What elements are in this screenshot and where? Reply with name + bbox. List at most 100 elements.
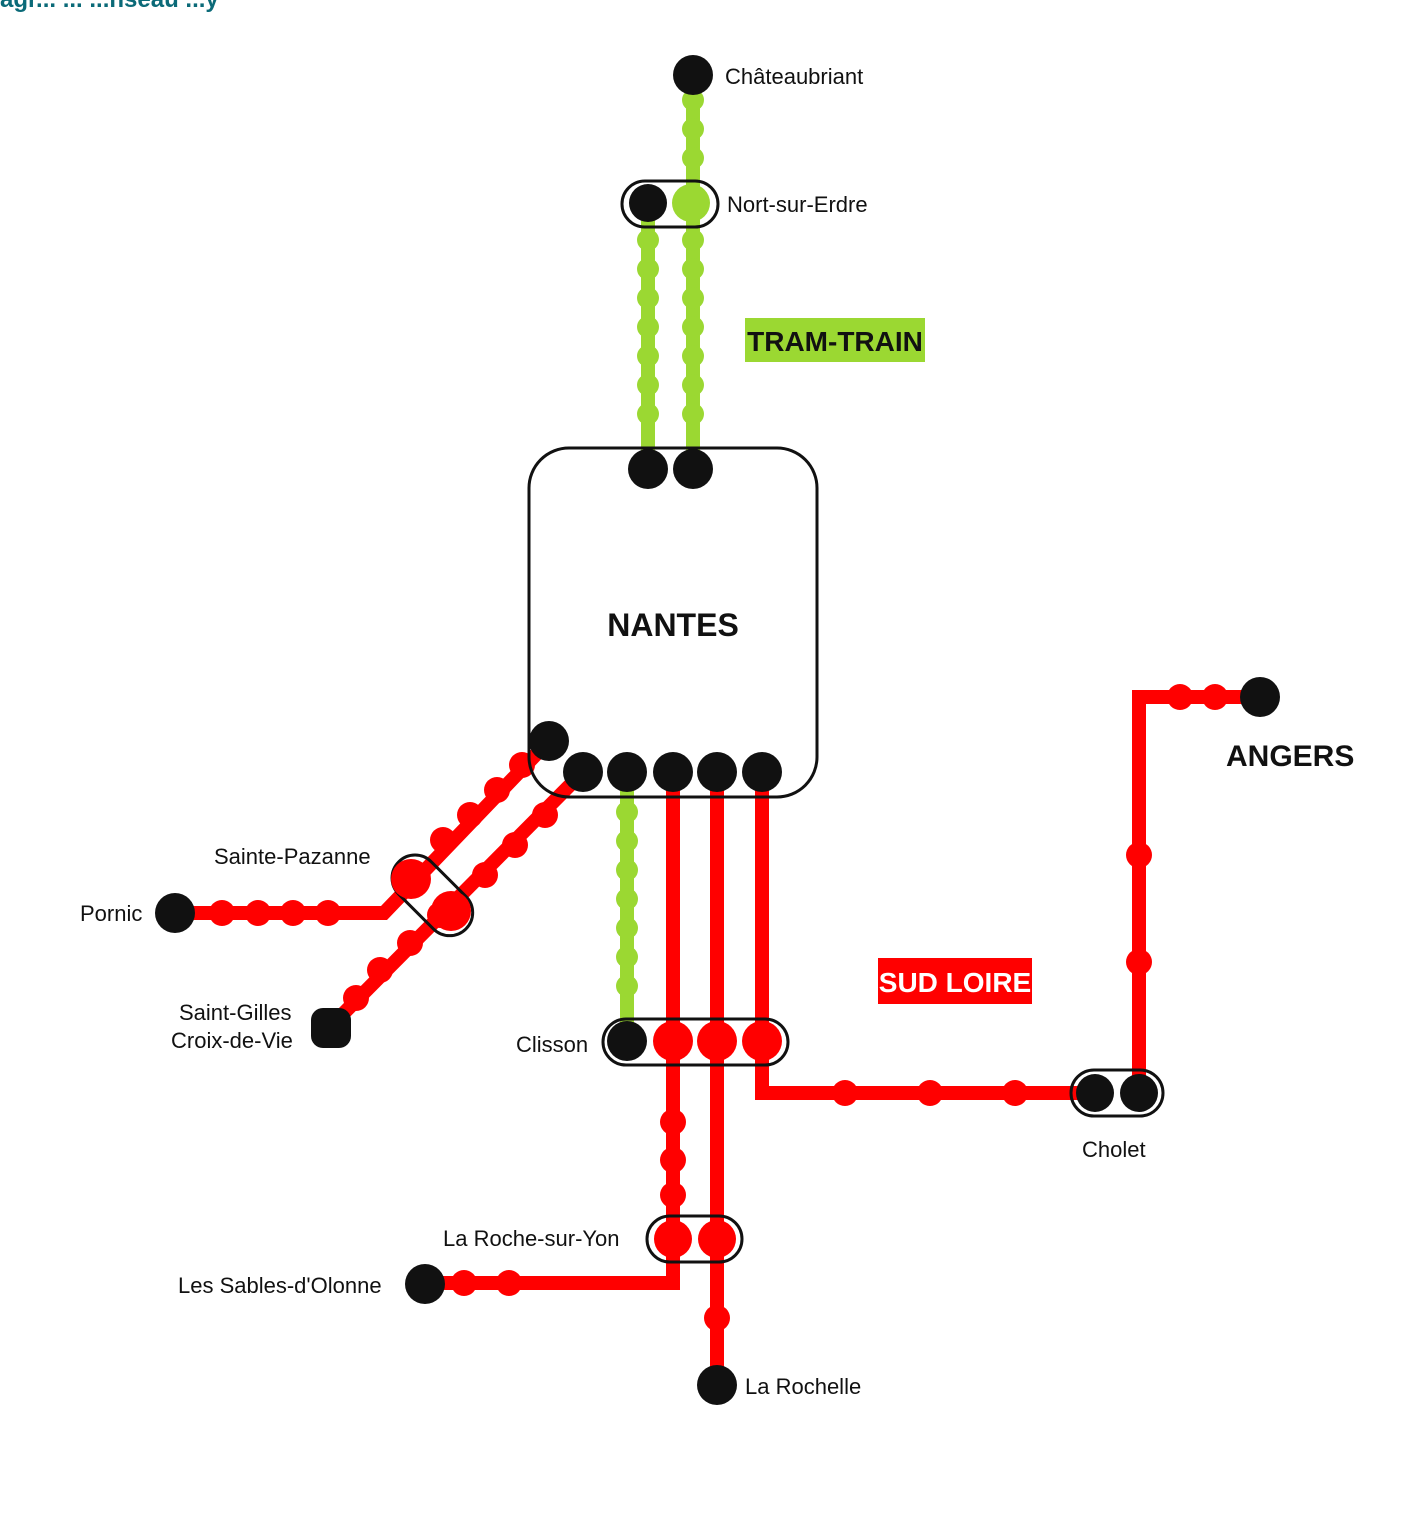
tram-train-bead [637,345,659,367]
label-nort-sur-erdre: Nort-sur-Erdre [727,192,868,217]
sud-loire-bead [484,777,510,803]
sud-loire-bead [367,957,393,983]
clisson-dot-2[interactable] [653,1021,693,1061]
clisson-dot-1[interactable] [607,1021,647,1061]
tram-train-bead [637,374,659,396]
tram-train-bead [637,229,659,251]
nantes-dot-bottom-4[interactable] [697,752,737,792]
nantes-dot-bottom-5[interactable] [742,752,782,792]
sud-loire-tag-label: SUD LOIRE [879,967,1031,998]
label-angers: ANGERS [1226,740,1354,773]
nort-sur-erdre-dot-right[interactable] [672,184,710,222]
sud-loire-bead [451,1270,477,1296]
nantes-dot-bottom-2[interactable] [607,752,647,792]
label-saint-gilles-2: Croix-de-Vie [171,1028,293,1053]
la-roche-sur-yon-dot-1[interactable] [654,1220,692,1258]
sud-loire-bead [280,900,306,926]
sainte-pazanne-dot-2[interactable] [431,891,471,931]
tram-train-bead [682,287,704,309]
angers-station-dot[interactable] [1240,677,1280,717]
cholet-capsule [1069,1068,1165,1118]
clisson-capsule [601,1017,790,1067]
tram-train-bead [616,975,638,997]
cholet-dot-1[interactable] [1076,1074,1114,1112]
sud-loire-bead [457,802,483,828]
tram-train-lines [616,68,704,1047]
tram-train-bead [616,888,638,910]
line-cholet [755,772,1097,1100]
tram-train-bead [682,345,704,367]
sud-loire-bead [496,1270,522,1296]
chateaubriant-station-dot[interactable] [673,55,713,95]
label-pornic: Pornic [80,901,142,926]
nantes-hub-label: NANTES [607,607,739,643]
tram-train-bead [637,403,659,425]
nantes-dot-top-left[interactable] [628,449,668,489]
tram-train-bead [637,316,659,338]
header-fragment: agr... ... ...nseau ...y [0,0,219,14]
tram-train-bead [682,118,704,140]
sud-loire-bead [660,1109,686,1135]
nantes-dot-top-right[interactable] [673,449,713,489]
tram-train-bead [682,258,704,280]
tram-train-bead [637,287,659,309]
la-roche-sur-yon-dot-2[interactable] [698,1220,736,1258]
tram-train-bead [616,801,638,823]
sud-loire-bead [832,1080,858,1106]
nantes-dot-bottom-3[interactable] [653,752,693,792]
sud-loire-bead [704,1305,730,1331]
tram-train-bead [682,403,704,425]
label-clisson: Clisson [516,1032,588,1057]
sud-loire-bead [532,802,558,828]
tram-train-bead [616,917,638,939]
label-la-rochelle: La Rochelle [745,1374,861,1399]
nort-sur-erdre-dot-left[interactable] [629,184,667,222]
la-roche-sur-yon-capsule [645,1214,744,1264]
nantes-dot-corner[interactable] [529,721,569,761]
nort-sur-erdre-capsule [620,179,720,229]
nantes-dot-bottom-1[interactable] [563,752,603,792]
sud-loire-bead [502,832,528,858]
tram-train-bead [616,946,638,968]
sud-loire-bead [343,985,369,1011]
sud-loire-bead [1002,1080,1028,1106]
sud-loire-bead [917,1080,943,1106]
sud-loire-bead [660,1147,686,1173]
tram-train-tag-bg [745,318,925,362]
clisson-dot-3[interactable] [697,1021,737,1061]
tram-train-bead [682,374,704,396]
clisson-dot-4[interactable] [742,1021,782,1061]
sud-loire-bead [1126,842,1152,868]
tram-train-tag-label: TRAM-TRAIN [747,326,923,357]
nantes-hub-box[interactable] [527,446,819,799]
tram-train-bead [682,147,704,169]
sud-loire-bead [397,930,423,956]
sainte-pazanne-capsule [390,853,475,938]
tram-train-bead [682,229,704,251]
tram-train-bead [637,258,659,280]
sud-loire-bead [472,862,498,888]
tram-train-bead [616,830,638,852]
saint-gilles-station-dot[interactable] [311,1008,351,1048]
legend-sud-loire: SUD LOIRE [878,958,1032,1004]
sud-loire-bead [245,900,271,926]
label-les-sables: Les Sables-d'Olonne [178,1273,382,1298]
line-pornic [175,737,554,920]
station-dots [155,55,1280,1405]
pornic-station-dot[interactable] [155,893,195,933]
sud-loire-bead [209,900,235,926]
label-chateaubriant: Châteaubriant [725,64,863,89]
tram-train-bead [682,316,704,338]
legend-tram-train: TRAM-TRAIN [745,318,925,362]
tram-train-beads [616,89,704,997]
la-rochelle-station-dot[interactable] [697,1365,737,1405]
sud-loire-lines [175,684,1260,1385]
label-la-roche-sur-yon: La Roche-sur-Yon [443,1226,620,1251]
les-sables-station-dot[interactable] [405,1264,445,1304]
sud-loire-bead [1202,684,1228,710]
sainte-pazanne-dot-1[interactable] [391,859,431,899]
sud-loire-bead [660,1182,686,1208]
station-labels: Châteaubriant Nort-sur-Erdre ANGERS Sain… [80,64,1354,1399]
cholet-dot-2[interactable] [1120,1074,1158,1112]
